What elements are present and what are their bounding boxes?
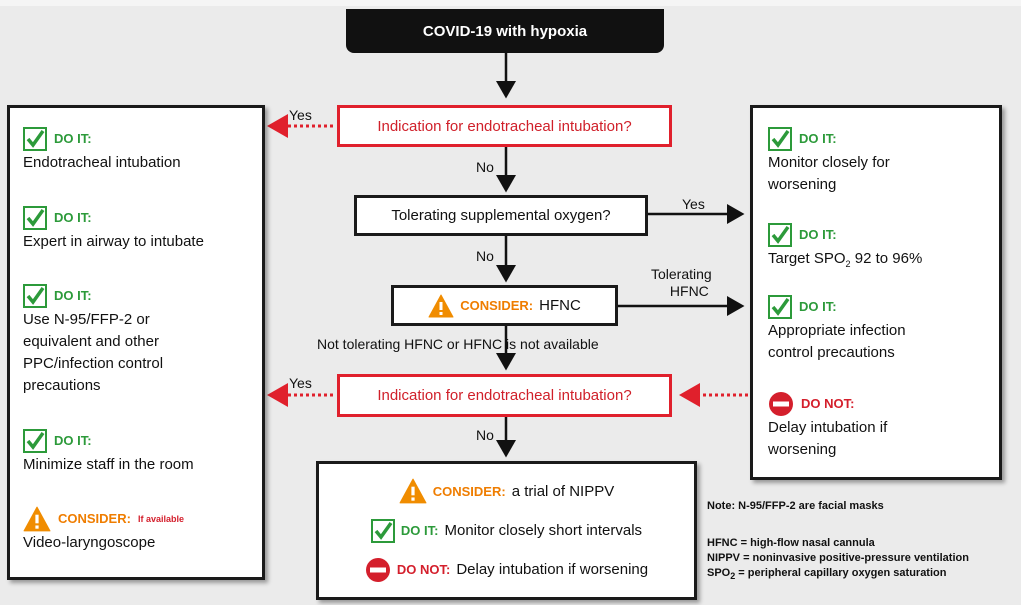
decision-intubation-2: Indication for endotracheal intubation? (337, 374, 672, 417)
bottom-row-do-it: DO IT:Monitor closely short intervals (319, 518, 694, 543)
bottom-row-do-not: DO NOT:Delay intubation if worsening (319, 557, 694, 583)
decision-tolerating-oxygen: Tolerating supplemental oxygen? (354, 195, 648, 236)
consider-tag: CONSIDER: (460, 298, 534, 313)
label-not-tolerating: Not tolerating HFNC or HFNC is not avail… (317, 336, 599, 352)
right-item-3: DO IT: Appropriate infection control pre… (768, 294, 906, 364)
label-no-3: No (476, 427, 494, 443)
left-panel: DO IT: Endotracheal intubation DO IT: Ex… (7, 105, 265, 580)
left-item-1: DO IT: Endotracheal intubation (23, 126, 181, 174)
no-entry-icon (769, 392, 793, 416)
right-item-4: DO NOT: Delay intubation if worsening (768, 391, 887, 461)
label-yes-1: Yes (289, 107, 312, 123)
check-icon (768, 223, 792, 247)
no-entry-icon (365, 557, 390, 582)
label-no-2: No (476, 248, 494, 264)
warning-icon (428, 294, 454, 317)
diagram-title: COVID-19 with hypoxia (346, 9, 664, 53)
warning-icon (23, 506, 51, 532)
decision-intubation-1: Indication for endotracheal intubation? (337, 105, 672, 147)
bottom-action-box: CONSIDER:a trial of NIPPV DO IT:Monitor … (316, 461, 697, 600)
check-icon (768, 127, 792, 151)
check-icon (23, 127, 47, 151)
right-item-1: DO IT: Monitor closely for worsening (768, 126, 890, 196)
left-item-3: DO IT: Use N-95/FFP-2 or equivalent and … (23, 283, 163, 397)
top-strip (0, 0, 1021, 6)
hfnc-text: HFNC (539, 297, 581, 314)
check-icon (23, 429, 47, 453)
check-icon (23, 206, 47, 230)
label-yes-2: Yes (682, 196, 705, 212)
check-icon (768, 295, 792, 319)
left-item-4: DO IT: Minimize staff in the room (23, 428, 194, 476)
note-abbreviations: HFNC = high-flow nasal cannula NIPPV = n… (707, 537, 969, 582)
right-item-2: DO IT: Target SPO2 92 to 96% (768, 222, 922, 275)
right-panel: DO IT: Monitor closely for worsening DO … (750, 105, 1002, 480)
note-masks: Note: N-95/FFP-2 are facial masks (707, 500, 884, 512)
left-item-2: DO IT: Expert in airway to intubate (23, 205, 204, 253)
bottom-row-consider: CONSIDER:a trial of NIPPV (319, 478, 694, 504)
label-yes-3: Yes (289, 375, 312, 391)
warning-icon (399, 478, 427, 504)
left-item-5: CONSIDER:If available Video-laryngoscope (23, 506, 184, 554)
label-no-1: No (476, 159, 494, 175)
consider-hfnc-box: CONSIDER: HFNC (391, 285, 618, 326)
check-icon (370, 518, 395, 543)
check-icon (23, 284, 47, 308)
label-tolerating-hfnc: Tolerating HFNC (651, 266, 712, 299)
